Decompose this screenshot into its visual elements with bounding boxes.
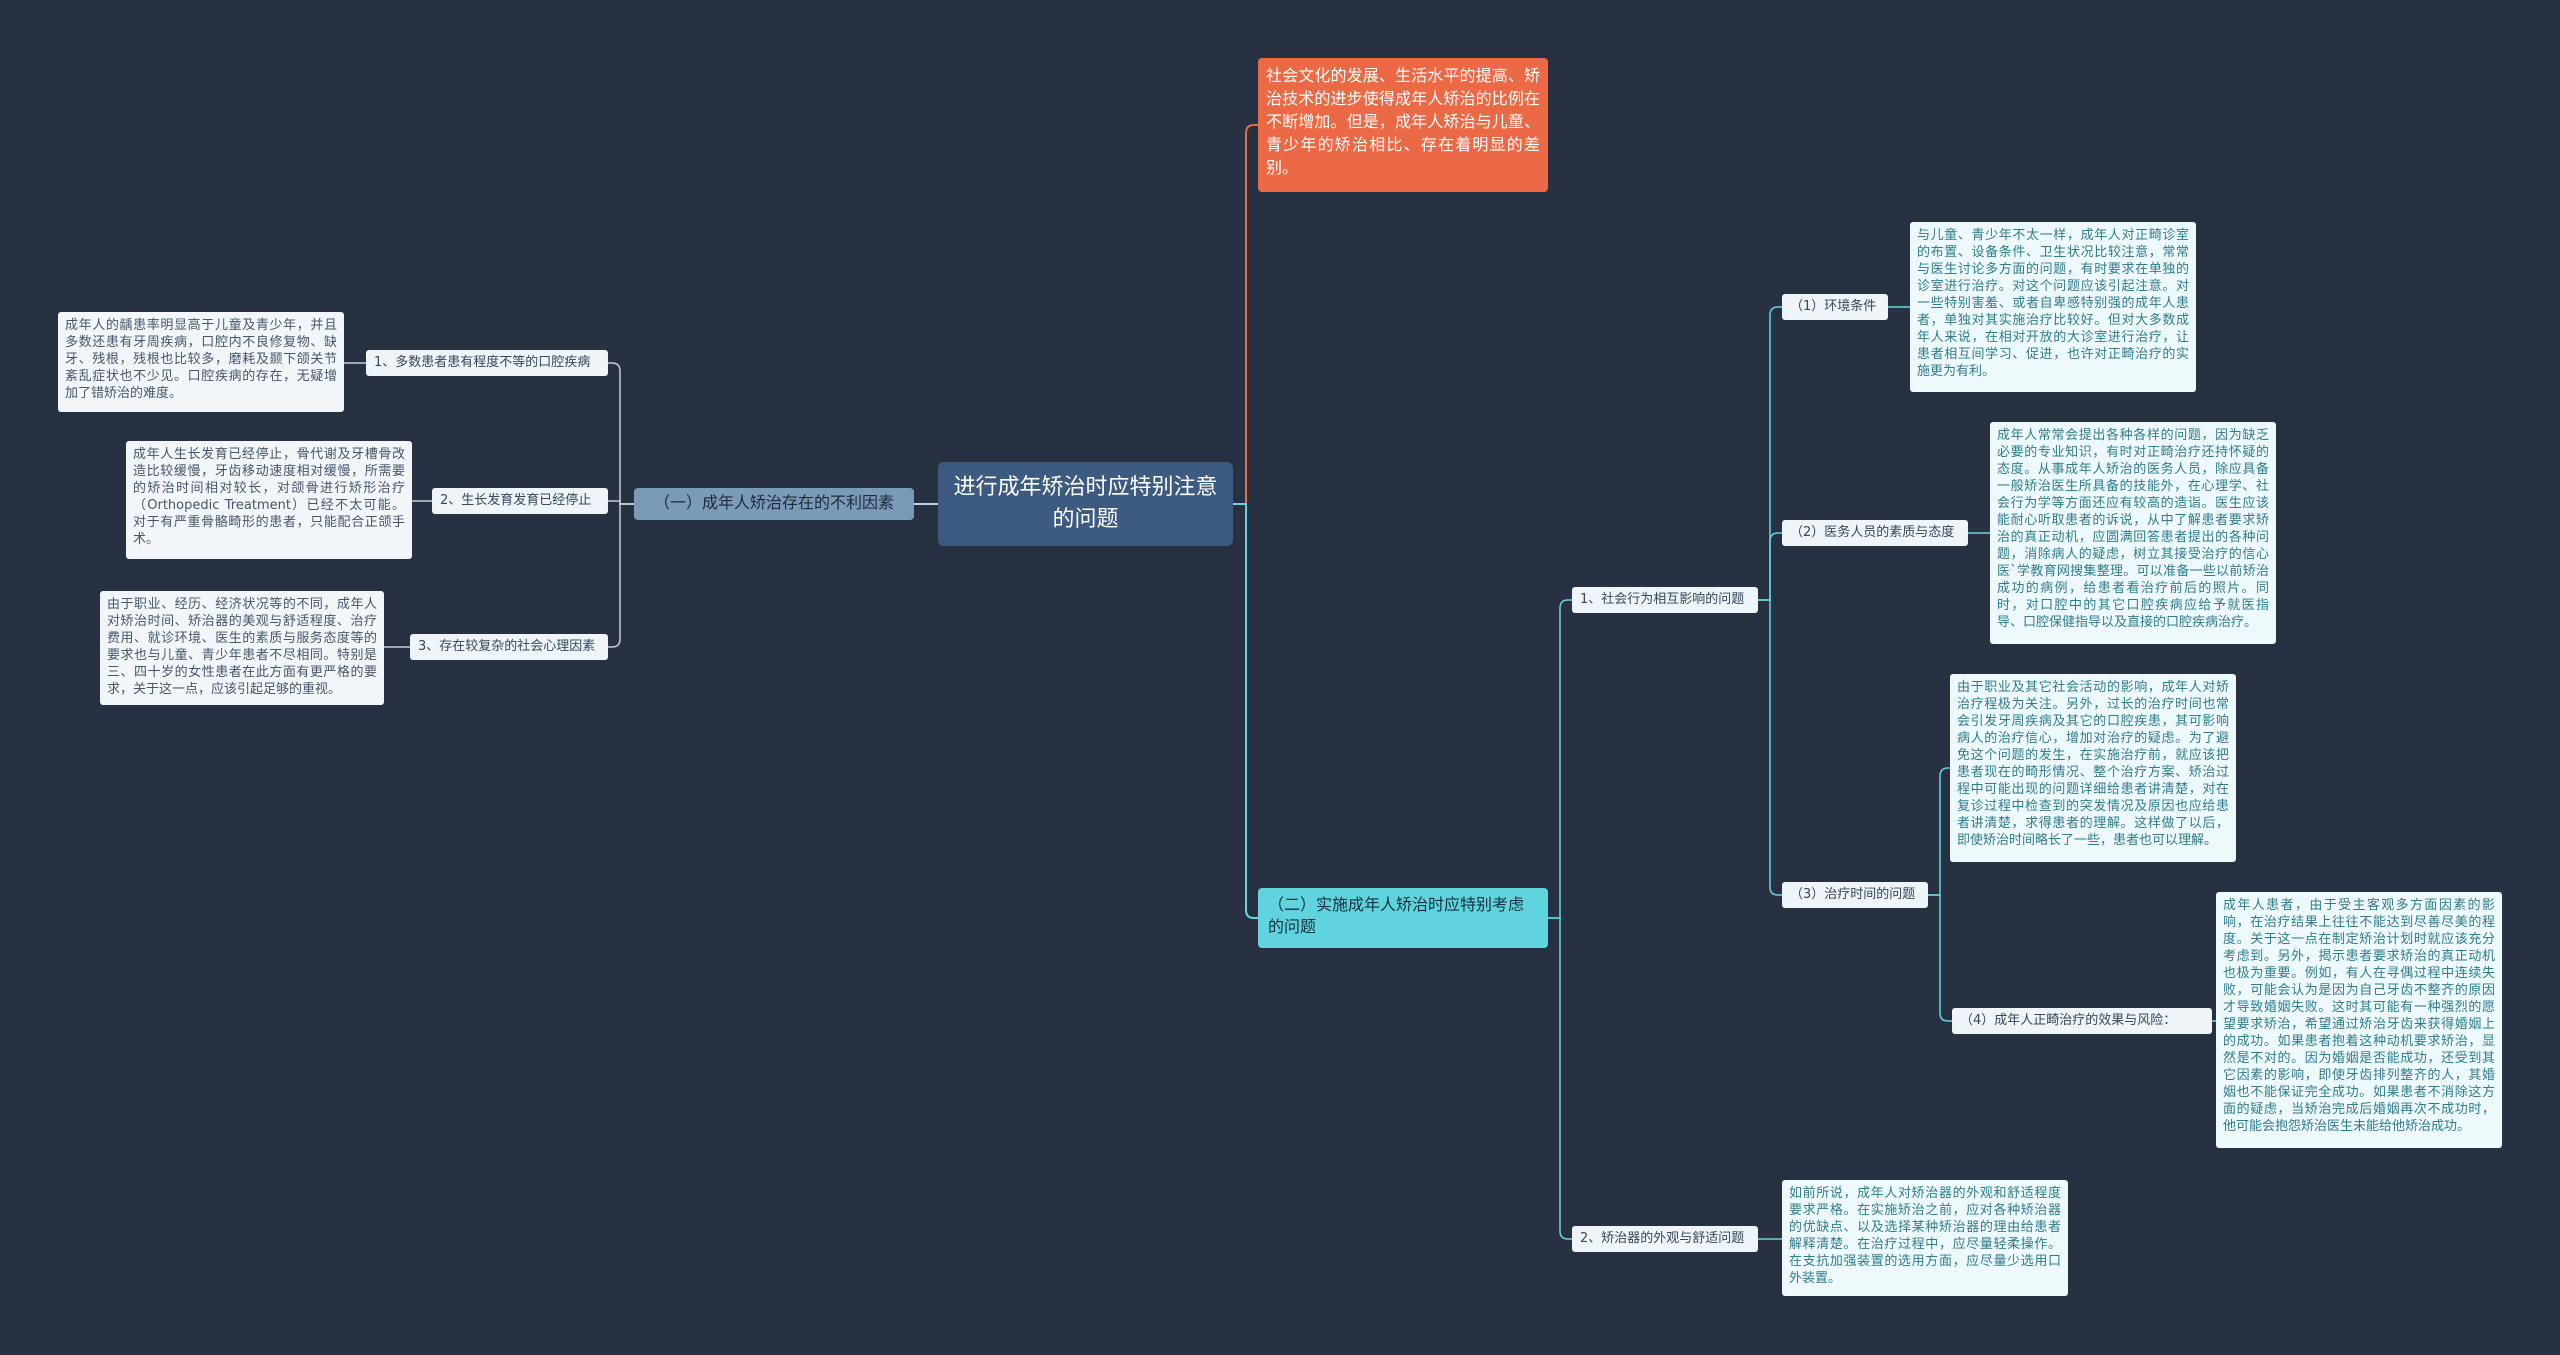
branch-unfavorable-factors-label: （一）成年人矫治存在的不利因素 [653,493,894,512]
item-staff-quality-detail: 成年人常常会提出各种各样的问题，因为缺乏必要的专业知识，有时对正畸治疗还持怀疑的… [1990,422,2276,644]
edge-g1-i2 [1758,532,1782,601]
root-topic[interactable]: 进行成年矫治时应特别注意的问题 [938,462,1233,546]
group-social-behavior[interactable]: 1、社会行为相互影响的问题 [1572,587,1758,613]
factor-growth-stopped[interactable]: 2、生长发育发育已经停止 [432,488,608,514]
intro-note[interactable]: 社会文化的发展、生活水平的提高、矫治技术的进步使得成年人矫治的比例在不断增加。但… [1258,58,1548,192]
item-environment-detail: 与儿童、青少年不太一样，成年人对正畸诊室的布置、设备条件、卫生状况比较注意，常常… [1910,222,2196,392]
group-appliance-comfort[interactable]: 2、矫治器的外观与舒适问题 [1572,1226,1758,1252]
branch-special-considerations-label: （二）实施成年人矫治时应特别考虑的问题 [1268,895,1525,936]
edge-g1-i1 [1758,306,1782,601]
branch-unfavorable-factors[interactable]: （一）成年人矫治存在的不利因素 [634,488,914,520]
edge-g1-i3 [1758,599,1782,896]
item-staff-quality[interactable]: （2）医务人员的素质与态度 [1782,520,1968,546]
branch-special-considerations[interactable]: （二）实施成年人矫治时应特别考虑的问题 [1258,888,1548,948]
edge-root-intro [1233,124,1258,505]
root-topic-label: 进行成年矫治时应特别注意的问题 [953,475,1218,532]
intro-note-text: 社会文化的发展、生活水平的提高、矫治技术的进步使得成年人矫治的比例在不断增加。但… [1266,66,1540,177]
edge-right-g1 [1548,599,1572,919]
factor-oral-disease[interactable]: 1、多数患者患有程度不等的口腔疾病 [366,350,608,376]
item-effect-risk-detail: 成年人患者，由于受主客观多方面因素的影响，在治疗结果上往往不能达到尽善尽美的程度… [2216,892,2502,1148]
item-treatment-time-detail: 由于职业及其它社会活动的影响，成年人对矫治疗程极为关注。另外，过长的治疗时间也常… [1950,674,2236,862]
item-environment[interactable]: （1）环境条件 [1782,294,1888,320]
item-treatment-time[interactable]: （3）治疗时间的问题 [1782,882,1928,908]
edge-root-right [1233,503,1258,919]
edge-right-g2 [1548,917,1572,1240]
edge-left-3 [608,503,634,648]
edge-i3-detail [1928,767,1950,896]
edge-left-1 [608,362,634,505]
factor-oral-disease-detail: 成年人的龋患率明显高于儿童及青少年，并且多数还患有牙周疾病，口腔内不良修复物、缺… [58,312,344,412]
factor-psychosocial[interactable]: 3、存在较复杂的社会心理因素 [410,634,608,660]
factor-growth-stopped-detail: 成年人生长发育已经停止，骨代谢及牙槽骨改造比较缓慢，牙齿移动速度相对缓慢，所需要… [126,441,412,559]
item-effect-risk[interactable]: （4）成年人正畸治疗的效果与风险： [1952,1008,2212,1034]
appliance-comfort-detail: 如前所说，成年人对矫治器的外观和舒适程度要求严格。在实施矫治之前，应对各种矫治器… [1782,1180,2068,1296]
edge-i3-i4 [1928,894,1952,1022]
factor-psychosocial-detail: 由于职业、经历、经济状况等的不同，成年人对矫治时间、矫治器的美观与舒适程度、治疗… [100,591,384,705]
